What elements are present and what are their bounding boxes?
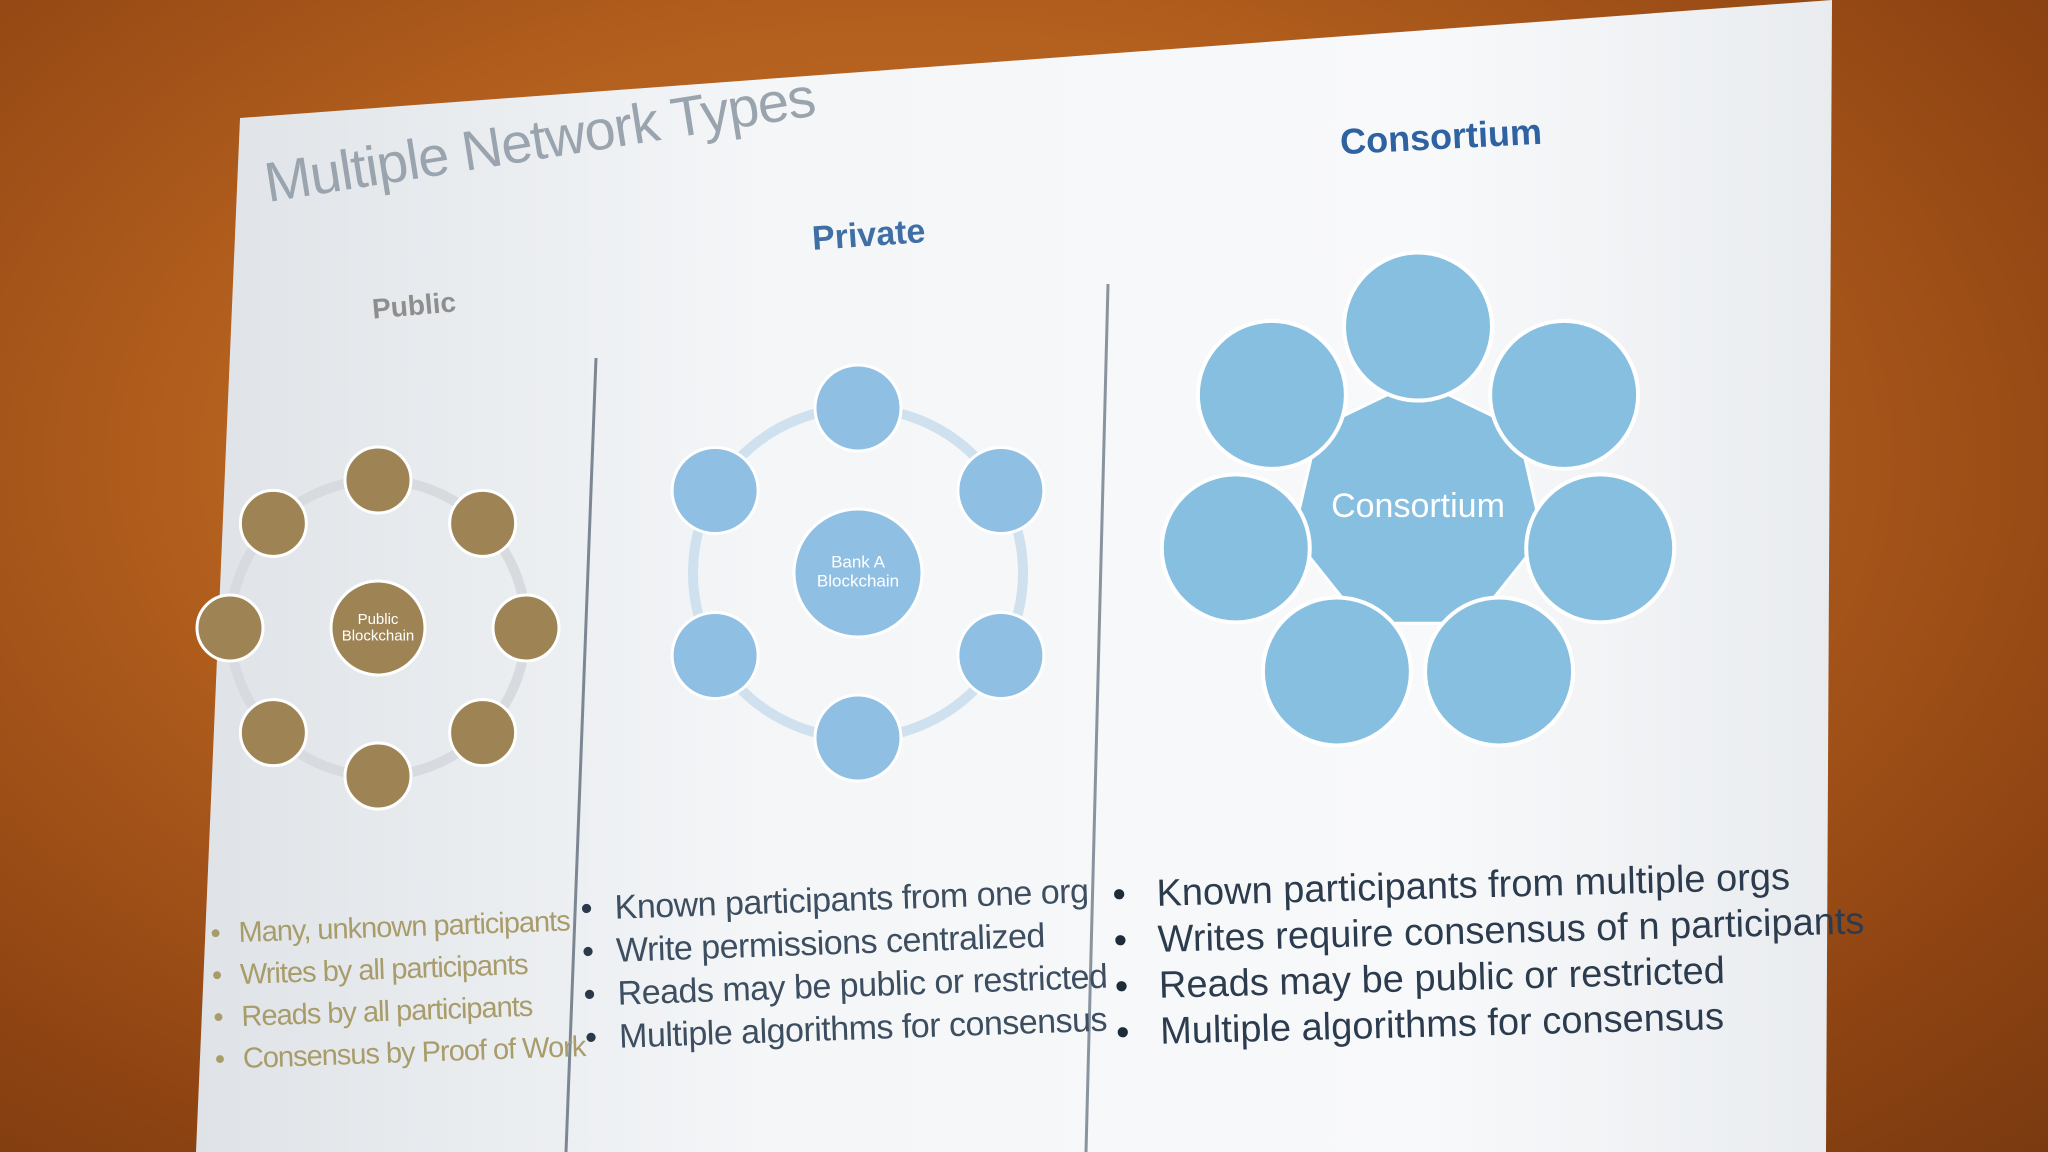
participant-node [343,445,413,515]
participant-node [1195,318,1348,471]
participant-node [956,611,1046,700]
participant-node [1159,472,1312,625]
center-node [792,507,924,639]
public-bullet-list: Many, unknown participants Writes by all… [210,905,586,1086]
participant-node [670,446,760,535]
participant-node [448,488,518,558]
participant-node [1260,595,1413,748]
participant-node [1342,250,1494,403]
private-bullet-list: Known participants from one org Write pe… [580,872,1110,1062]
participant-node [1488,318,1641,471]
participant-node [195,593,265,663]
center-node-label: Consortium [1331,487,1505,525]
participant-node [1524,472,1677,625]
participant-node [1423,595,1576,748]
participant-node [670,611,760,700]
participant-node [813,693,903,783]
participant-node [238,698,308,768]
participant-node [448,698,518,768]
participant-node [813,363,903,453]
participant-node [491,593,561,663]
participant-node [343,741,413,811]
participant-node [956,446,1046,535]
participant-node [238,488,308,558]
consortium-bullet-list: Known participants from multiple orgs Wr… [1112,854,1867,1058]
center-node [329,579,427,677]
